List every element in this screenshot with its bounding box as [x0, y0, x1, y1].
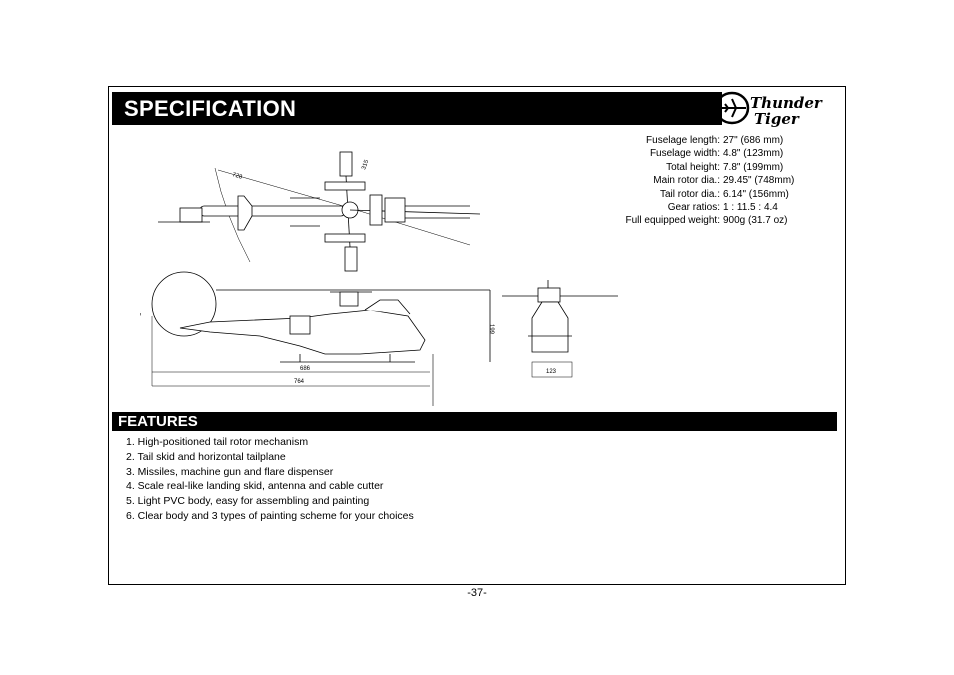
page-frame	[108, 86, 846, 585]
spec-row-fuselage-length: Fuselage length:27" (686 mm)	[646, 135, 784, 146]
spec-list: Fuselage length:27" (686 mm) Fuselage wi…	[600, 134, 830, 228]
features-header: FEATURES	[112, 412, 837, 431]
dim-186: 186	[140, 311, 143, 320]
dim-315: 315	[361, 159, 370, 171]
list-item: 5. Light PVC body, easy for assembling a…	[126, 495, 370, 508]
features-list: 1. High-positioned tail rotor mechanism …	[126, 435, 414, 524]
logo-line1: Thunder	[750, 94, 823, 112]
spec-row-weight: Full equipped weight:900g (31.7 oz)	[625, 215, 788, 227]
dim-199: 199	[488, 324, 494, 335]
dim-123: 123	[546, 369, 557, 375]
logo-line2: Tiger	[754, 110, 800, 128]
list-item: 2. Tail skid and horizontal tailplane	[126, 450, 286, 463]
spec-row-main-rotor: Main rotor dia.:29.45" (748mm)	[653, 175, 795, 187]
helicopter-drawing: 728 315 186 199 686	[140, 151, 618, 406]
dim-686: 686	[300, 366, 311, 372]
spec-row-tail-rotor: Tail rotor dia.:6.14" (156mm)	[659, 188, 789, 200]
side-view: 186 199 686 764	[140, 271, 494, 406]
list-item: 4. Scale real-like landing skid, antenna…	[126, 480, 384, 493]
list-item: 3. Missiles, machine gun and flare dispe…	[126, 465, 334, 478]
front-view: 123	[502, 280, 618, 378]
specification-title: SPECIFICATION	[124, 96, 297, 121]
top-view: 728 315	[158, 151, 481, 272]
page-number: -37-	[467, 587, 487, 599]
thunder-tiger-logo: Thunder Tiger	[714, 91, 823, 128]
list-item: 6. Clear body and 3 types of painting sc…	[126, 509, 414, 522]
dim-728: 728	[231, 172, 243, 181]
features-title: FEATURES	[118, 413, 198, 430]
list-item: 1. High-positioned tail rotor mechanism	[126, 436, 309, 448]
spec-row-total-height: Total height:7.8" (199mm)	[666, 161, 784, 173]
specification-header: SPECIFICATION	[112, 92, 722, 125]
dim-764: 764	[294, 379, 305, 385]
spec-row-fuselage-width: Fuselage width:4.8" (123mm)	[649, 148, 784, 160]
spec-row-gear-ratios: Gear ratios:1 : 11.5 : 4.4	[667, 202, 778, 214]
